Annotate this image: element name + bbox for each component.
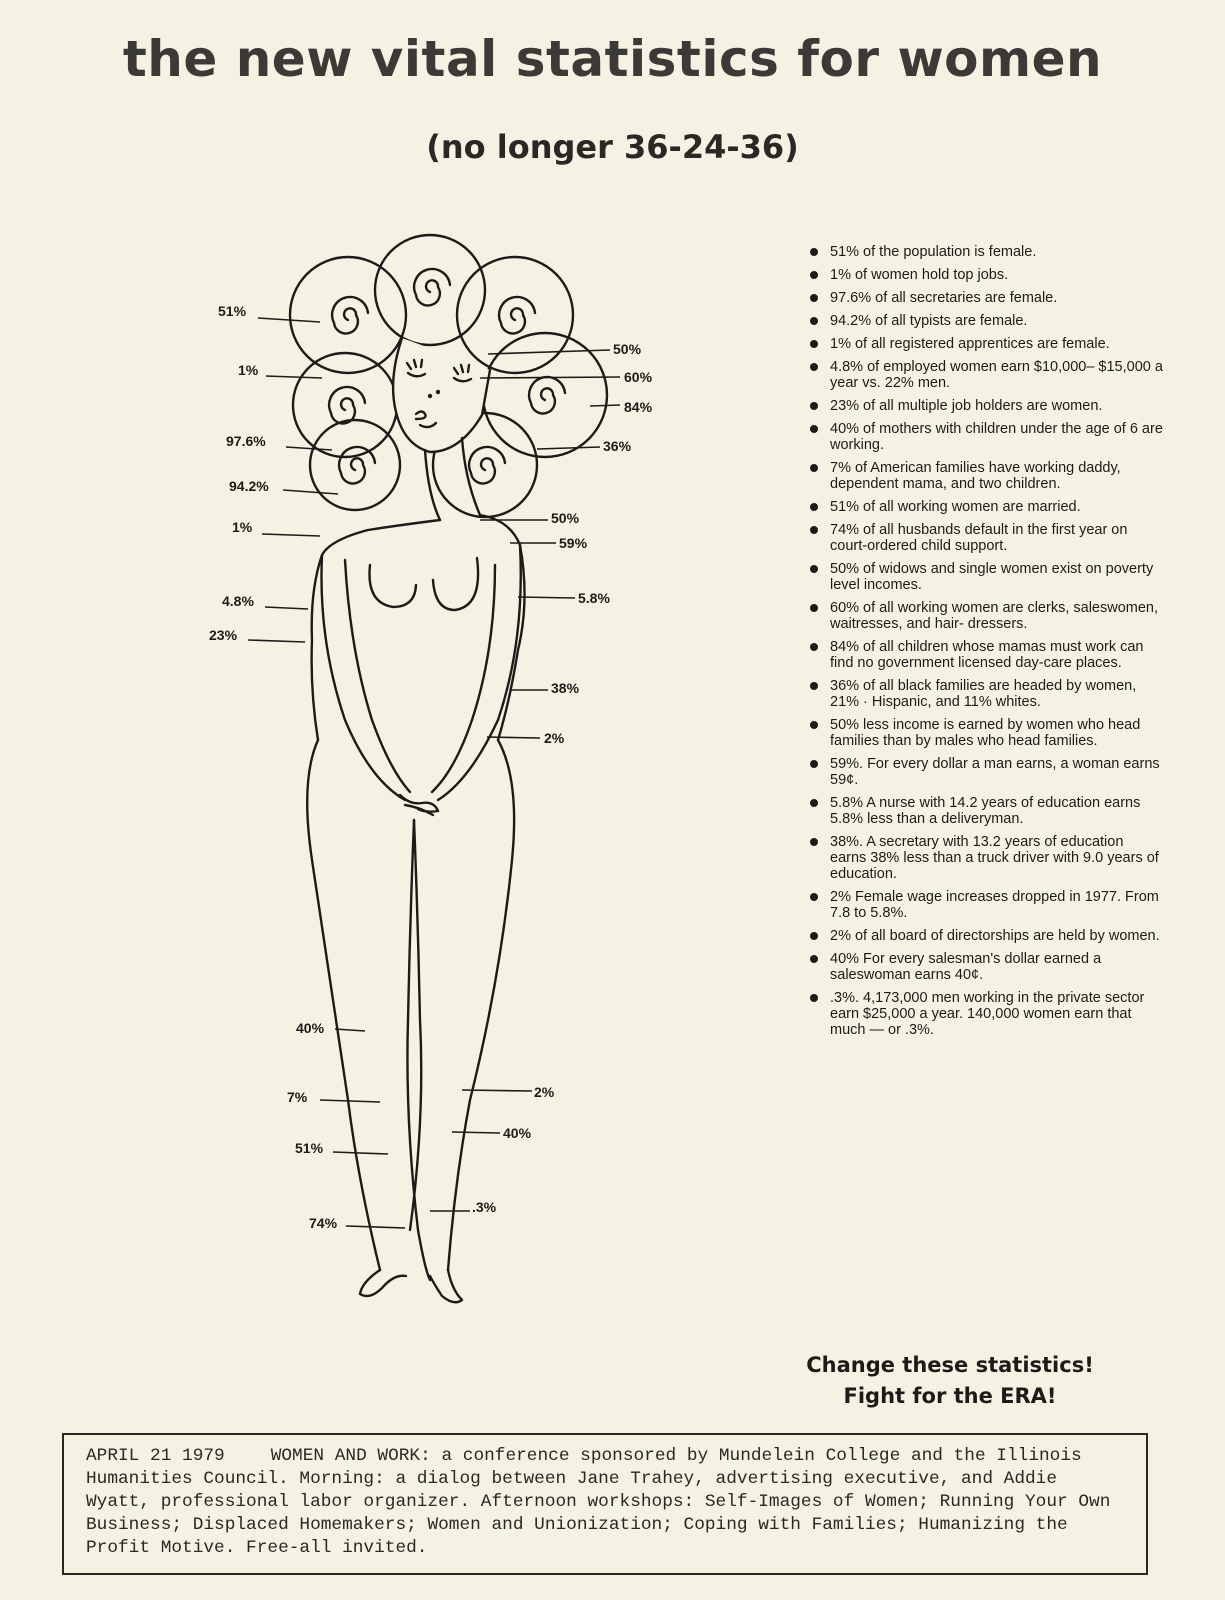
left-stat-labels: 51% 1% 97.6% 94.2% 1% 4.8% 23% 40% 7% 51… bbox=[209, 303, 338, 1231]
statistic-item: 1% of women hold top jobs. bbox=[808, 267, 1163, 283]
statistic-item: 97.6% of all secretaries are female. bbox=[808, 290, 1163, 306]
statistic-item: 50% less income is earned by women who h… bbox=[808, 717, 1163, 749]
figure-label-right: 50% bbox=[613, 341, 642, 357]
figure-label-left: 1% bbox=[238, 362, 259, 378]
figure-label-right: 2% bbox=[544, 730, 565, 746]
statistic-item: 51% of the population is female. bbox=[808, 244, 1163, 260]
figure-label-left: 1% bbox=[232, 519, 253, 535]
woman-figure-illustration: 51% 1% 97.6% 94.2% 1% 4.8% 23% 40% 7% 51… bbox=[209, 233, 653, 1304]
figure-label-right: 60% bbox=[624, 369, 653, 385]
statistic-item: 40% For every salesman's dollar earned a… bbox=[808, 951, 1163, 983]
figure-label-left: 40% bbox=[296, 1020, 325, 1036]
figure-label-right: 40% bbox=[503, 1125, 532, 1141]
statistic-item: 4.8% of employed women earn $10,000– $15… bbox=[808, 359, 1163, 391]
statistic-item: .3%. 4,173,000 men working in the privat… bbox=[808, 990, 1163, 1038]
statistic-item: 2% of all board of directorships are hel… bbox=[808, 928, 1163, 944]
figure-label-left: 4.8% bbox=[222, 593, 254, 609]
statistic-item: 38%. A secretary with 13.2 years of educ… bbox=[808, 834, 1163, 882]
figure-label-left: 51% bbox=[295, 1140, 324, 1156]
figure-label-left: 97.6% bbox=[226, 433, 266, 449]
body-outline bbox=[306, 436, 526, 1304]
cta-line-era: Fight for the ERA! bbox=[843, 1384, 1057, 1408]
poster-subtitle: (no longer 36-24-36) bbox=[426, 128, 799, 166]
figure-label-left: 51% bbox=[218, 303, 247, 319]
notice-body: WOMEN AND WORK: a conference sponsored b… bbox=[86, 1446, 1111, 1558]
statistic-item: 23% of all multiple job holders are wome… bbox=[808, 398, 1163, 414]
figure-label-right: 5.8% bbox=[578, 590, 610, 606]
figure-label-left: 74% bbox=[309, 1215, 338, 1231]
right-stat-labels: 50% 60% 84% 36% 50% 59% 5.8% 38% 2% 2% 4… bbox=[472, 341, 653, 1215]
statistic-item: 7% of American families have working dad… bbox=[808, 460, 1163, 492]
call-to-action: Change these statistics! Fight for the E… bbox=[790, 1350, 1110, 1412]
statistic-item: 59%. For every dollar a man earns, a wom… bbox=[808, 756, 1163, 788]
statistic-item: 5.8% A nurse with 14.2 years of educatio… bbox=[808, 795, 1163, 827]
figure-label-right: 59% bbox=[559, 535, 588, 551]
statistic-item: 40% of mothers with children under the a… bbox=[808, 421, 1163, 453]
figure-label-left: 7% bbox=[287, 1089, 308, 1105]
figure-label-right: 84% bbox=[624, 399, 653, 415]
statistic-item: 50% of widows and single women exist on … bbox=[808, 561, 1163, 593]
figure-label-right: 38% bbox=[551, 680, 580, 696]
poster-title: the new vital statistics for women bbox=[122, 30, 1103, 88]
statistic-item: 84% of all children whose mamas must wor… bbox=[808, 639, 1163, 671]
statistic-item: 36% of all black families are headed by … bbox=[808, 678, 1163, 710]
figure-label-left: 94.2% bbox=[229, 478, 269, 494]
statistic-item: 1% of all registered apprentices are fem… bbox=[808, 336, 1163, 352]
figure-label-right: 50% bbox=[551, 510, 580, 526]
statistic-item: 60% of all working women are clerks, sal… bbox=[808, 600, 1163, 632]
statistic-item: 51% of all working women are married. bbox=[808, 499, 1163, 515]
figure-label-right: 2% bbox=[534, 1084, 555, 1100]
statistic-item: 94.2% of all typists are female. bbox=[808, 313, 1163, 329]
statistics-list: 51% of the population is female. 1% of w… bbox=[808, 244, 1163, 1045]
figure-label-left: 23% bbox=[209, 627, 238, 643]
face bbox=[391, 336, 492, 454]
figure-label-right: 36% bbox=[603, 438, 632, 454]
cta-line-change: Change these statistics! bbox=[806, 1353, 1094, 1377]
figure-label-right: .3% bbox=[472, 1199, 497, 1215]
notice-date: APRIL 21 1979 bbox=[86, 1446, 225, 1466]
statistic-item: 2% Female wage increases dropped in 1977… bbox=[808, 889, 1163, 921]
statistic-item: 74% of all husbands default in the first… bbox=[808, 522, 1163, 554]
leader-lines bbox=[247, 317, 621, 1229]
